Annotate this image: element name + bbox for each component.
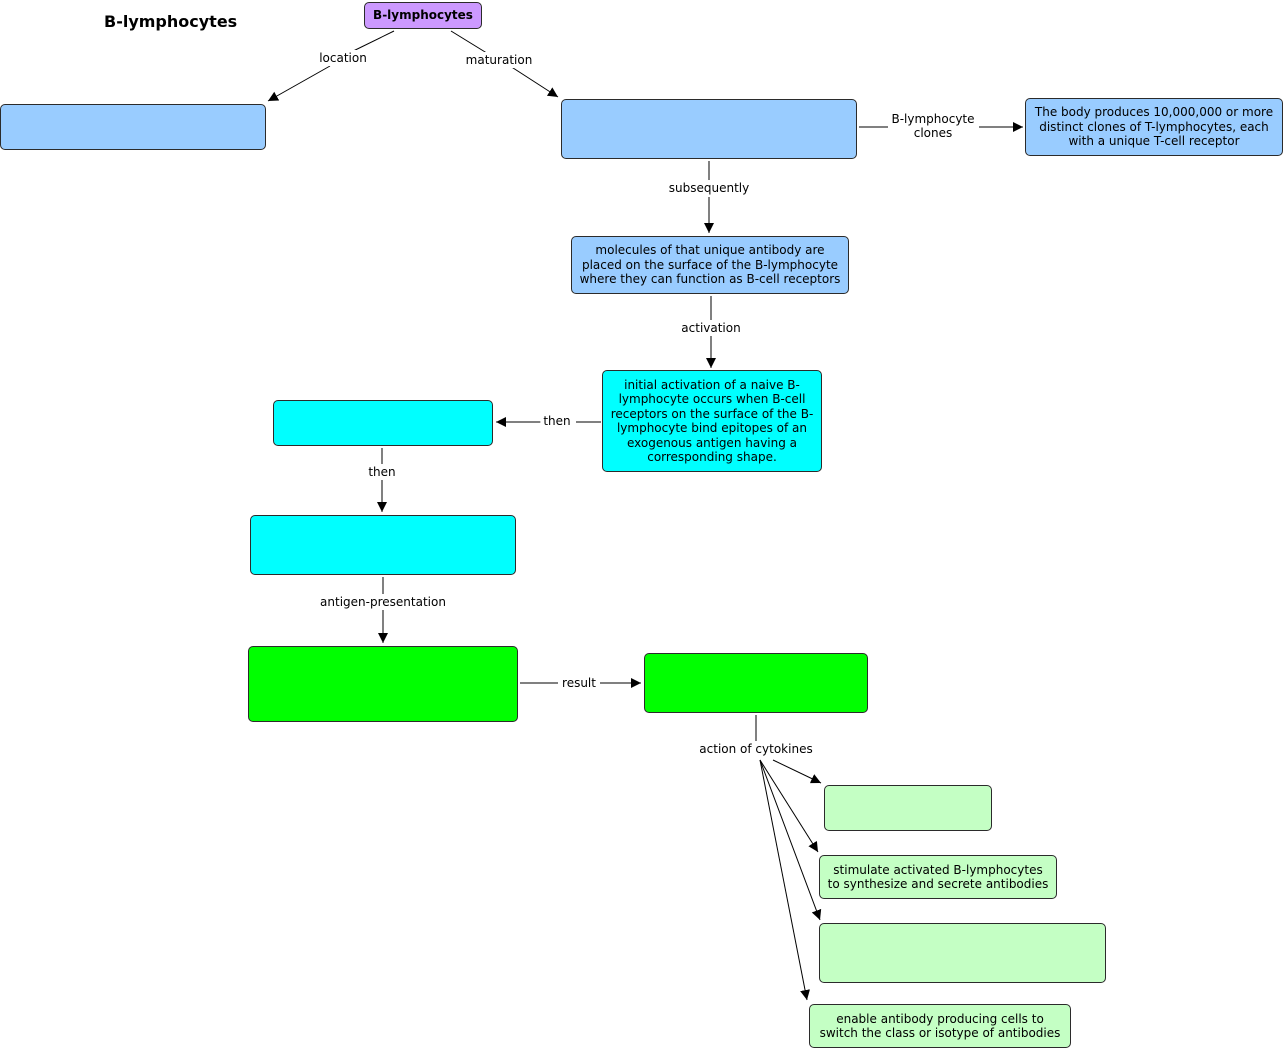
link-label-antigen-presentation: antigen-presentation <box>317 594 449 610</box>
node-clones-text[interactable]: The body produces 10,000,000 or more dis… <box>1025 98 1283 156</box>
link-label-clones: B-lymphocyte clones <box>888 111 978 141</box>
node-cytokine-effect-4[interactable]: enable antibody producing cells to switc… <box>809 1004 1071 1048</box>
connector-cytokines-out-2 <box>759 759 819 853</box>
node-cytokine-effect-3[interactable] <box>819 923 1106 983</box>
link-label-activation: activation <box>678 320 744 336</box>
connector-cytokines-out-3 <box>759 759 822 921</box>
connector-cytokines-out-4 <box>759 759 810 1001</box>
link-label-location: location <box>316 50 370 66</box>
node-then-step2[interactable] <box>250 515 516 575</box>
node-result-target[interactable] <box>644 653 868 713</box>
node-b-lymphocytes[interactable]: B-lymphocytes <box>364 2 482 29</box>
node-cytokine-effect-1[interactable] <box>824 785 992 831</box>
node-antigen-presentation-target[interactable] <box>248 646 518 722</box>
node-cytokine-effect-2[interactable]: stimulate activated B-lymphocytes to syn… <box>819 855 1057 899</box>
node-location-target[interactable] <box>0 104 266 150</box>
node-initial-activation[interactable]: initial activation of a naive B-lymphocy… <box>602 370 822 472</box>
connector-cytokines-out-1 <box>772 759 822 784</box>
link-label-cytokines: action of cytokines <box>696 741 816 757</box>
link-label-then-down: then <box>365 464 399 480</box>
node-then-step1[interactable] <box>273 400 493 446</box>
link-label-result: result <box>559 675 599 691</box>
node-maturation-target[interactable] <box>561 99 857 159</box>
page-title: B-lymphocytes <box>104 12 238 31</box>
link-label-then-left: then <box>540 413 574 429</box>
node-surface-antibody[interactable]: molecules of that unique antibody are pl… <box>571 236 849 294</box>
link-label-maturation: maturation <box>462 52 536 68</box>
connector-location-out <box>267 65 331 102</box>
connector-maturation-out <box>509 65 559 98</box>
link-label-subsequently: subsequently <box>665 180 753 196</box>
connector-maturation-in <box>450 30 491 56</box>
